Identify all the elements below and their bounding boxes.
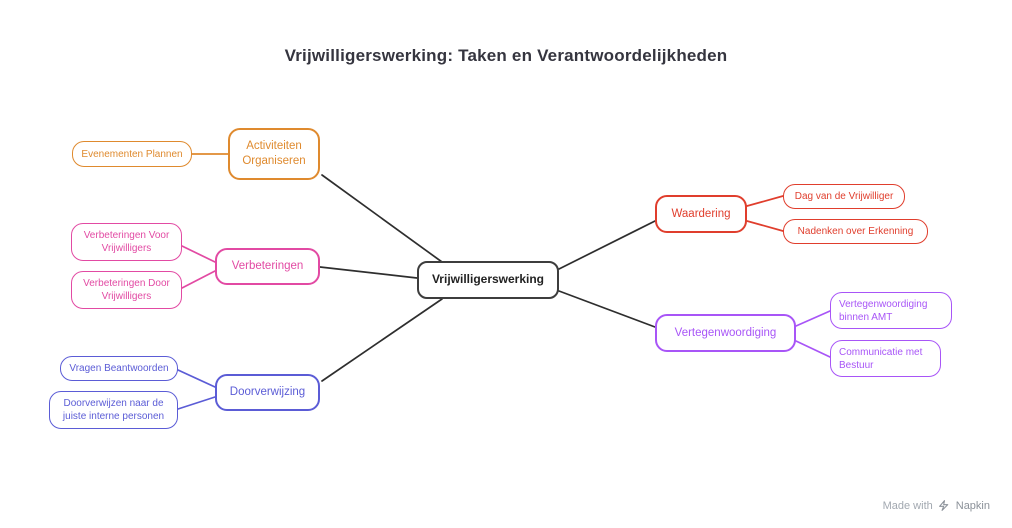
node-vrijwilligerswerking[interactable]: Vrijwilligerswerking xyxy=(417,261,559,299)
edge-vertegenwoordiging-amt xyxy=(795,310,831,327)
node-doorverwijzen-interne-personen[interactable]: Doorverwijzen naar de juiste interne per… xyxy=(49,391,178,429)
edge-waardering-dag xyxy=(746,195,784,207)
edge-central-doorverwijzing xyxy=(321,298,443,382)
edge-central-waardering xyxy=(558,220,656,270)
node-waardering[interactable]: Waardering xyxy=(655,195,747,233)
made-with-napkin: Made with Napkin xyxy=(883,499,990,512)
node-dag-van-de-vrijwilliger[interactable]: Dag van de Vrijwilliger xyxy=(783,184,905,209)
made-with-label: Made with xyxy=(882,499,933,512)
node-communicatie-met-bestuur[interactable]: Communicatie met Bestuur xyxy=(830,340,941,377)
edge-central-verbeteringen xyxy=(319,266,418,279)
edge-vertegenwoordiging-bestuur xyxy=(795,340,831,358)
node-verbeteringen[interactable]: Verbeteringen xyxy=(215,248,320,285)
node-vertegenwoordiging-binnen-amt[interactable]: Vertegenwoordiging binnen AMT xyxy=(830,292,952,329)
node-evenementen-plannen[interactable]: Evenementen Plannen xyxy=(72,141,192,167)
edge-waardering-nadenken xyxy=(746,220,784,232)
node-verbeteringen-door-vrijwilligers[interactable]: Verbeteringen Door Vrijwilligers xyxy=(71,271,182,309)
edge-central-activiteiten xyxy=(321,174,443,263)
edge-central-vertegenwoordiging xyxy=(558,290,656,328)
diagram-title: Vrijwilligerswerking: Taken en Verantwoo… xyxy=(284,46,728,65)
node-verbeteringen-voor-vrijwilligers[interactable]: Verbeteringen Voor Vrijwilligers xyxy=(71,223,182,261)
napkin-logo-icon xyxy=(938,500,949,511)
node-vragen-beantwoorden[interactable]: Vragen Beantwoorden xyxy=(60,356,178,381)
edge-verbeteringen-door xyxy=(181,270,216,289)
node-vertegenwoordiging[interactable]: Vertegenwoordiging xyxy=(655,314,796,352)
napkin-brand: Napkin xyxy=(955,499,990,512)
edge-doorverwijzing-vragen xyxy=(177,369,216,388)
node-activiteiten-organiseren[interactable]: Activiteiten Organiseren xyxy=(228,128,320,180)
node-doorverwijzing[interactable]: Doorverwijzing xyxy=(215,374,320,411)
edge-doorverwijzing-doorverwijzen xyxy=(177,396,216,410)
edge-verbeteringen-voor xyxy=(181,245,216,263)
node-nadenken-over-erkenning[interactable]: Nadenken over Erkenning xyxy=(783,219,928,244)
